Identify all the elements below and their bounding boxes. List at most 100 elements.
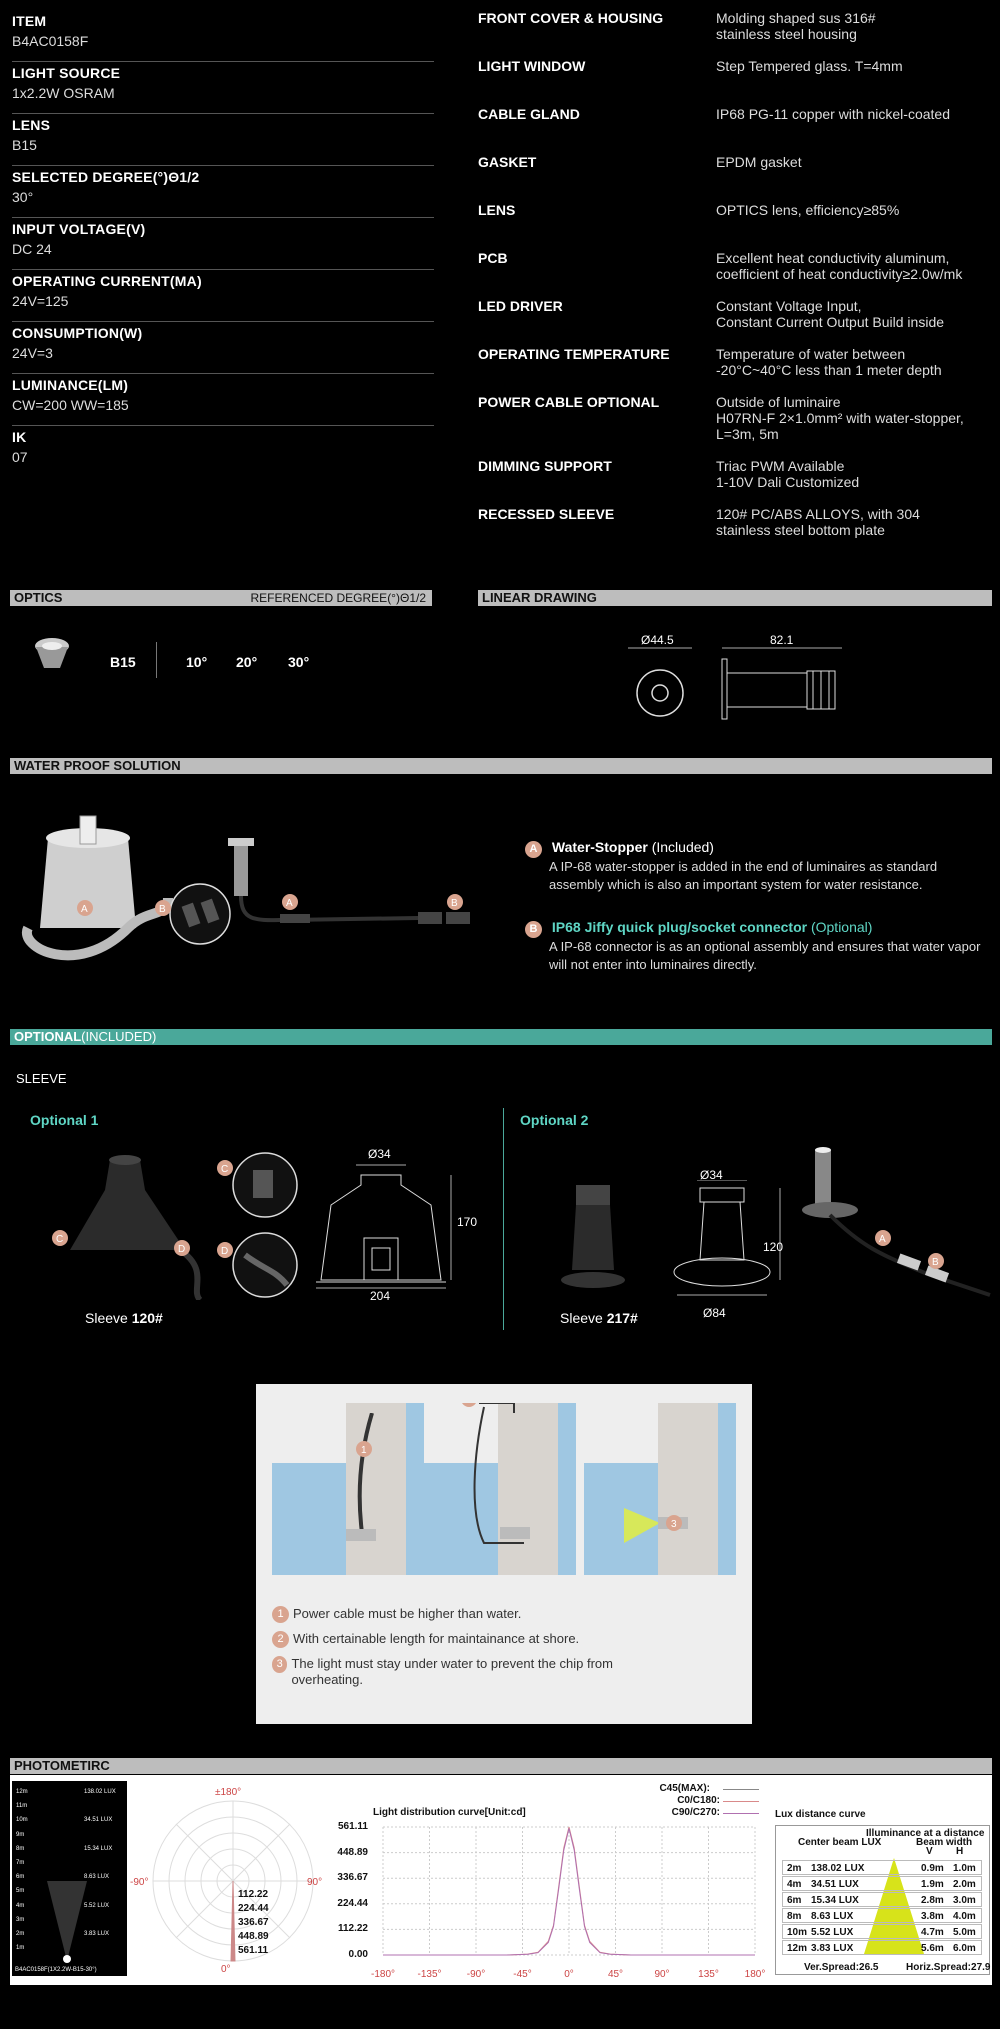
lux-head-v: V [926, 1846, 933, 1857]
legend-swatch [723, 1813, 759, 1814]
beam-distance: 1m [16, 1945, 25, 1952]
lux-row: 8m 8.63 LUX 3.8m 4.0m [782, 1908, 982, 1923]
sleeve-217-caption: Sleeve 217# [560, 1310, 638, 1326]
note-number-2: 2 [272, 1631, 289, 1649]
spec-value: 30° [12, 189, 34, 205]
curve-title: Light distribution curve[Unit:cd] [373, 1807, 526, 1818]
lux-value: 34.51 LUX [811, 1879, 859, 1890]
svg-text:A: A [879, 1234, 886, 1245]
svg-text:1: 1 [361, 1445, 367, 1456]
lux-value: 3.83 LUX [811, 1943, 854, 1954]
spec-value: CW=200 WW=185 [12, 397, 129, 413]
svg-text:A: A [81, 904, 88, 915]
spec-label: ITEM [12, 13, 47, 29]
spec-label: INPUT VOLTAGE(V) [12, 221, 146, 237]
spec-label: FRONT COVER & HOUSING [478, 10, 664, 26]
detail-d-image: D [217, 1232, 298, 1298]
svg-text:2: 2 [466, 1403, 472, 1406]
beam-lux: 138.02 LUX [84, 1789, 116, 1795]
beam-lux: 5.52 LUX [84, 1902, 110, 1909]
svg-text:B: B [932, 1257, 939, 1268]
spec-value: DC 24 [12, 241, 52, 257]
sleeve-heading: SLEEVE [16, 1071, 67, 1086]
optional-divider [503, 1108, 504, 1330]
lux-distance: 8m [787, 1911, 802, 1922]
install-note-2-text: With certainable length for maintainance… [293, 1631, 580, 1646]
lux-row: 6m 15.34 LUX 2.8m 3.0m [782, 1892, 982, 1907]
beam-distance: 9m [16, 1831, 25, 1838]
svg-text:C: C [221, 1164, 228, 1175]
spec-row: OPERATING CURRENT(MA)24V=125 [12, 270, 434, 322]
lux-distance: 10m [787, 1927, 808, 1938]
legend-label: C45(MAX): [659, 1783, 710, 1794]
spec-value: Outside of luminaire H07RN-F 2×1.0mm² wi… [716, 394, 964, 442]
degree-30: 30° [288, 654, 310, 670]
lux-value: 5.52 LUX [811, 1927, 854, 1938]
length-label: 82.1 [770, 633, 794, 647]
x-tick-label: -135° [417, 1969, 442, 1980]
water-stopper-tag: (Included) [651, 839, 714, 855]
spec-value: 07 [12, 449, 28, 465]
spec-label: LENS [478, 202, 516, 218]
spec-value: Constant Voltage Input, Constant Current… [716, 298, 945, 330]
beam-lux: 3.83 LUX [84, 1931, 110, 1937]
sleeve-217-image [561, 1185, 625, 1288]
waterproof-illustration: A B A B [22, 815, 470, 961]
spec-label: LIGHT SOURCE [12, 65, 121, 81]
lux-distance: 4m [787, 1879, 802, 1890]
spec-value: 24V=3 [12, 345, 53, 361]
spec-label: CABLE GLAND [478, 106, 580, 122]
spec-label: CONSUMPTION(W) [12, 325, 143, 341]
spec-label: OPERATING CURRENT(MA) [12, 273, 202, 289]
spec-value: Step Tempered glass. T=4mm [716, 58, 903, 74]
lux-h: 2.0m [953, 1879, 976, 1890]
beam-distance: 5m [16, 1888, 25, 1895]
spec-row: LUMINANCE(LM)CW=200 WW=185 [12, 374, 434, 426]
polar-value: 112.22 [238, 1889, 269, 1900]
beam-distance: 8m [16, 1845, 25, 1852]
photometric-bar: PHOTOMETIRC [10, 1758, 992, 1774]
polar-value: 224.44 [238, 1903, 269, 1914]
lux-head1: Illuminance at a distance [866, 1828, 985, 1839]
beam-distance: 7m [16, 1860, 25, 1866]
lux-v: 2.8m [921, 1895, 944, 1906]
spec-label: OPERATING TEMPERATURE [478, 346, 670, 362]
beam-caption: B4AC0158F(1X2.2W-B15-30°) [15, 1967, 97, 1973]
beam-distance: 3m [16, 1916, 25, 1923]
connector-desc: A IP-68 connector is as an optional asse… [549, 939, 981, 972]
y-tick-label: 448.89 [337, 1846, 368, 1858]
svg-text:D: D [221, 1246, 228, 1257]
polar-chart [152, 1800, 314, 1962]
x-tick-label: 180° [744, 1969, 766, 1980]
spec-label: SELECTED DEGREE(°)Θ1/2 [12, 169, 200, 185]
optional-bar: OPTIONAL(INCLUDED) [10, 1029, 992, 1045]
y-tick-label: 336.67 [337, 1872, 368, 1884]
lux-h: 4.0m [953, 1911, 976, 1922]
install-note-3-text: The light must stay under water to preve… [291, 1656, 613, 1687]
x-tick-label: 90° [654, 1969, 670, 1980]
beam-lux: 15.34 LUX [84, 1845, 113, 1852]
svg-text:C: C [56, 1234, 63, 1245]
lux-head-h: H [956, 1846, 964, 1857]
install-step-2-image: 2 [424, 1403, 576, 1575]
sleeve-120-image: C D [52, 1155, 203, 1300]
linear-bar: LINEAR DRAWING [478, 590, 992, 606]
spec-label: RECESSED SLEEVE [478, 506, 615, 522]
polar-value: 336.67 [238, 1917, 269, 1928]
lux-v: 3.8m [921, 1911, 944, 1922]
linear-drawing [628, 647, 842, 720]
water-stopper-block: A Water-Stopper (Included) A IP-68 water… [525, 838, 995, 894]
water-stopper-title: Water-Stopper [551, 839, 648, 855]
degree-10: 10° [186, 654, 208, 670]
lux-value: 8.63 LUX [811, 1911, 854, 1922]
connector-block: B IP68 Jiffy quick plug/socket connector… [525, 918, 995, 974]
sleeve-217-num: 217# [606, 1310, 638, 1326]
